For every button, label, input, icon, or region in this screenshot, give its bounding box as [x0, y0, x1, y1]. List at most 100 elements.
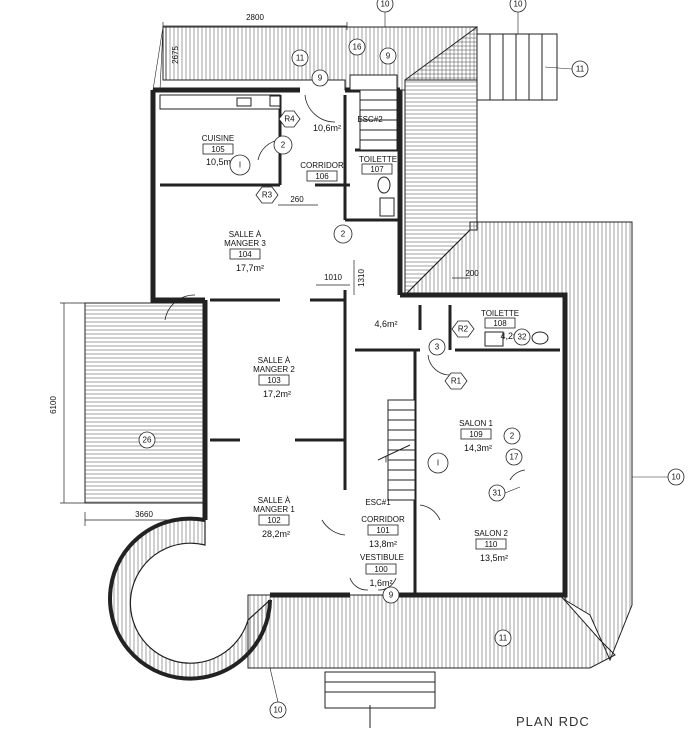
room-name-line2: MANGER 1	[253, 505, 295, 514]
tag-label: R3	[262, 191, 273, 200]
dim-top-left-height: 2675	[171, 46, 180, 64]
tag-label: I	[239, 161, 241, 170]
callout-tag-labels: 10 10 11 11 16 9 9 2 2 I 3 I 26 2 17 31 …	[143, 0, 681, 715]
dim-260: 260	[290, 195, 304, 204]
room-cuisine: CUISINE 105 10,5m²	[202, 134, 234, 167]
tag-label: 10	[274, 706, 283, 715]
tag-label: 32	[518, 333, 527, 342]
room-name: CUISINE	[202, 134, 234, 143]
room-name: VESTIBULE	[360, 553, 404, 562]
room-salon-2: SALON 2 110 13,5m²	[474, 529, 508, 563]
tag-label: 11	[499, 634, 508, 643]
tag-circle	[291, 49, 309, 67]
tag-label: 9	[389, 591, 394, 600]
tag-circle	[379, 47, 397, 65]
tag-circle	[348, 38, 366, 56]
dim-left-deck-height: 6100	[49, 396, 58, 414]
callout-tags	[138, 0, 685, 719]
room-number: 109	[469, 430, 483, 439]
tag-circle	[138, 431, 156, 449]
dim-200: 200	[465, 269, 479, 278]
tag-label: 16	[353, 43, 362, 52]
stair-label-esc2: ESC#2	[357, 115, 383, 124]
hall-area: 4,6m²	[374, 319, 397, 329]
room-number: 106	[315, 172, 329, 181]
room-name-line2: MANGER 3	[224, 239, 266, 248]
room-corridor-106: 10,6m² CORRIDOR 106	[300, 123, 344, 182]
tag-label: 11	[296, 54, 305, 63]
room-number: 105	[211, 145, 225, 154]
tag-label: I	[437, 459, 439, 468]
dimension-lines	[60, 22, 470, 526]
tag-label: 26	[143, 436, 152, 445]
tag-hex	[278, 110, 301, 128]
room-name-line1: SALLE À	[229, 230, 262, 239]
room-area: 10,5m²	[206, 157, 234, 167]
tag-label: 11	[576, 65, 585, 74]
tag-label: 2	[510, 432, 515, 441]
tag-label: 2	[341, 230, 346, 239]
interior-walls	[160, 95, 560, 595]
room-number: 103	[267, 376, 281, 385]
room-name: CORRIDOR	[300, 161, 344, 170]
room-area: 14,3m²	[464, 443, 492, 453]
room-name: SALON 2	[474, 529, 508, 538]
tag-hex	[451, 320, 475, 338]
leader-lines	[269, 12, 668, 703]
left-deck	[84, 302, 206, 504]
room-salon-1: SALON 1 109 14,3m²	[459, 419, 493, 453]
tag-label: 31	[493, 489, 502, 498]
tag-label: R4	[284, 115, 295, 124]
tag-circle	[513, 328, 531, 346]
tag-label: R2	[458, 325, 469, 334]
room-number: 101	[376, 526, 390, 535]
dim-top-width: 2800	[246, 13, 264, 22]
room-number: 110	[485, 540, 498, 549]
stair-esc1	[377, 399, 416, 501]
room-number: 100	[374, 565, 388, 574]
room-corridor-101: ESC#1 CORRIDOR 101 13,8m²	[361, 498, 405, 549]
tag-circle	[503, 427, 521, 445]
tag-circle	[505, 448, 523, 466]
tag-hex	[255, 186, 279, 204]
tag-circle	[333, 224, 353, 244]
room-area: 17,7m²	[236, 263, 264, 273]
tag-label: 10	[381, 0, 390, 9]
room-name: TOILETTE	[359, 155, 397, 164]
kitchen-counter	[159, 94, 281, 110]
room-number: 104	[238, 250, 252, 259]
room-name: CORRIDOR	[361, 515, 405, 524]
stair-esc2	[349, 74, 398, 151]
tag-label: R1	[451, 377, 462, 386]
turret	[108, 516, 272, 681]
dim-1310: 1310	[357, 269, 366, 287]
dim-1010: 1010	[324, 273, 342, 282]
doors	[164, 94, 526, 591]
toilet-108	[484, 331, 549, 347]
toilet-107	[377, 176, 395, 217]
tag-label: I	[385, 456, 387, 465]
room-area: 4,2m²	[500, 331, 523, 341]
dim-left-deck-width: 3660	[135, 510, 153, 519]
room-name: SALON 1	[459, 419, 493, 428]
tag-label: 9	[386, 52, 391, 61]
tag-label: 17	[510, 453, 519, 462]
room-number: 102	[267, 516, 281, 525]
room-area: 1,6m²	[369, 578, 392, 588]
room-salle-manger-2: SALLE À MANGER 2 103 17,2m²	[253, 356, 295, 399]
tag-circle	[494, 629, 512, 647]
stair-label-esc1: ESC#1	[365, 498, 391, 507]
tag-label: 3	[435, 343, 440, 352]
tag-label: 10	[672, 473, 681, 482]
tag-circle	[427, 452, 449, 474]
room-area: 13,5m²	[480, 553, 508, 563]
room-salle-manger-3: SALLE À MANGER 3 104 17,7m²	[224, 230, 266, 273]
tag-circle	[273, 135, 293, 155]
room-name: TOILETTE	[481, 309, 519, 318]
room-name-line1: SALLE À	[258, 496, 291, 505]
plan-title: PLAN RDC	[516, 714, 590, 729]
tag-label: 2	[281, 141, 286, 150]
tag-hex	[444, 372, 468, 390]
room-area: 10,6m²	[313, 123, 341, 133]
